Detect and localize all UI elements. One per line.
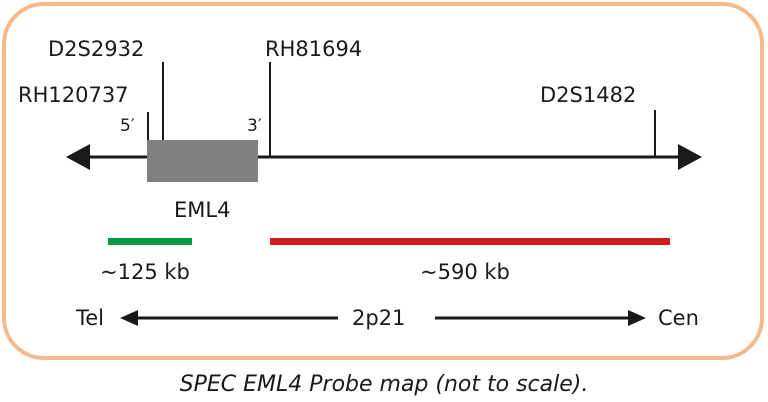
label-tel: Tel	[75, 306, 104, 330]
arrow-right-icon	[628, 310, 646, 326]
label-cen: Cen	[658, 306, 699, 330]
green-probe-bar	[108, 238, 192, 245]
frame-border	[2, 2, 764, 360]
label-rh81694: RH81694	[265, 37, 362, 61]
label-5-prime: 5′	[120, 116, 135, 136]
caption: SPEC EML4 Probe map (not to scale).	[180, 372, 589, 397]
eml4-gene-box	[147, 140, 258, 182]
green-probe-label: ~125 kb	[100, 260, 190, 284]
arrow-left-icon	[120, 310, 138, 326]
label-rh120737: RH120737	[18, 83, 129, 107]
label-band: 2p21	[352, 306, 405, 330]
arrowhead-right-icon	[678, 144, 702, 170]
red-probe-label: ~590 kb	[420, 260, 510, 284]
label-gene: EML4	[174, 198, 230, 222]
arrowhead-left-icon	[66, 144, 90, 170]
label-d2s2932: D2S2932	[48, 37, 144, 61]
label-d2s1482: D2S1482	[540, 83, 636, 107]
label-3-prime: 3′	[247, 116, 262, 136]
red-probe-bar	[270, 238, 670, 245]
